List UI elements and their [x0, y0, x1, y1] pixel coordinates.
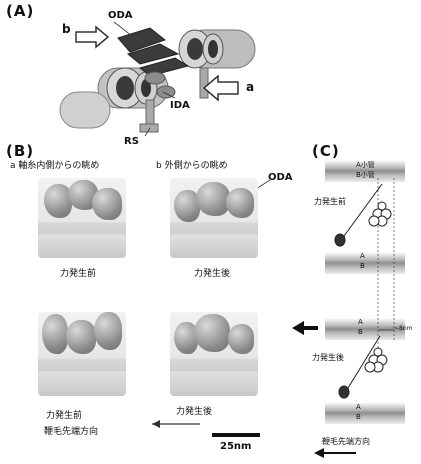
movement-arrow [292, 321, 318, 335]
dynein-after [339, 336, 387, 398]
direction-arrow-c [314, 448, 356, 458]
dynein-before [335, 184, 391, 246]
